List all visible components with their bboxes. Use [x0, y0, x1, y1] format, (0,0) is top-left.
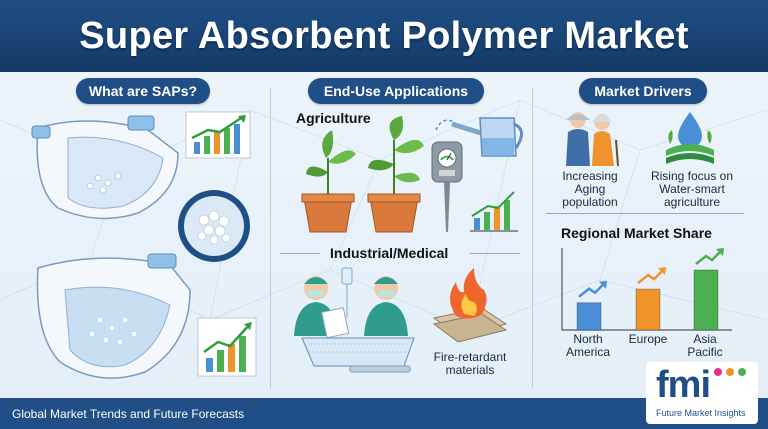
water-label-line1: Rising focus on [650, 169, 734, 183]
title-banner: Super Absorbent Polymer Market [0, 0, 768, 72]
region-label-america: America [565, 345, 610, 359]
region-label-asia-pacific: Asia Pacific [676, 333, 734, 359]
region-label-pacific: Pacific [687, 345, 723, 359]
growth-chart-icon [185, 111, 251, 159]
bar-europe [635, 288, 661, 331]
fmi-logo: fmi Future Market Insights [646, 362, 758, 424]
growth-chart-icon-middle [470, 191, 518, 232]
regional-share-chart [561, 248, 732, 331]
watering-can-icon [435, 117, 523, 157]
region-label-north: North [573, 332, 603, 346]
diaper-illustration-top [31, 115, 179, 220]
industrial-medical-heading: Industrial/Medical [330, 245, 449, 261]
trend-arrowhead-icon [658, 267, 666, 276]
aging-population-label: Increasing Aging population [548, 170, 632, 209]
aging-label-line1: Increasing [562, 169, 618, 183]
sap-granules-magnifier-icon [178, 190, 250, 262]
trend-arrowhead-icon [599, 280, 607, 289]
section-pill-market-drivers: Market Drivers [579, 78, 707, 104]
diaper-illustration-bottom [36, 253, 191, 379]
water-label-line3: agriculture [663, 195, 721, 209]
fmi-logo-name: Future Market Insights [656, 408, 746, 418]
water-label-line2: Water-smart [659, 182, 725, 196]
plant-pots-illustration [301, 116, 424, 233]
footer-text: Global Market Trends and Future Forecast… [12, 407, 245, 421]
divider-line-right [470, 253, 520, 254]
soil-meter-icon [431, 141, 463, 232]
trend-arrow-icon [578, 281, 606, 298]
trend-arrow-icon [695, 249, 723, 265]
drivers-divider [546, 213, 744, 214]
regional-share-title: Regional Market Share [561, 225, 712, 241]
trend-arrowhead-icon [716, 248, 724, 256]
bar-north-america [576, 302, 602, 331]
medical-workers-illustration [294, 267, 415, 373]
fire-retardant-label-line2: materials [445, 363, 495, 377]
column-divider-left [270, 88, 271, 388]
water-smart-agriculture-icon [666, 112, 714, 164]
bar-asia-pacific [693, 269, 719, 331]
fire-retardant-label-line1: Fire-retardant [433, 350, 507, 364]
fire-retardant-label: Fire-retardant materials [422, 351, 518, 377]
section-pill-end-use: End-Use Applications [308, 78, 484, 104]
footer-bar: Global Market Trends and Future Forecast… [0, 398, 768, 429]
fmi-logo-letters: fmi [656, 364, 711, 406]
aging-population-icon [566, 112, 619, 167]
aging-label-line2: Aging [574, 182, 606, 196]
region-label-europe-text: Europe [628, 332, 668, 346]
aging-label-line3: population [562, 195, 618, 209]
region-label-north-america: North America [556, 333, 620, 359]
region-label-europe: Europe [618, 333, 678, 346]
trend-arrow-icon [637, 268, 665, 285]
fire-flame-icon [432, 268, 508, 343]
page-title: Super Absorbent Polymer Market [79, 14, 689, 57]
column-divider-right [532, 88, 533, 388]
water-smart-label: Rising focus on Water-smart agriculture [642, 170, 742, 209]
divider-line-left [280, 253, 320, 254]
agriculture-heading: Agriculture [296, 110, 371, 126]
section-pill-what-are-saps: What are SAPs? [76, 78, 210, 104]
logo-people-icon [714, 368, 746, 376]
growth-chart-icon-bottom [197, 317, 257, 377]
region-label-asia: Asia [693, 332, 717, 346]
